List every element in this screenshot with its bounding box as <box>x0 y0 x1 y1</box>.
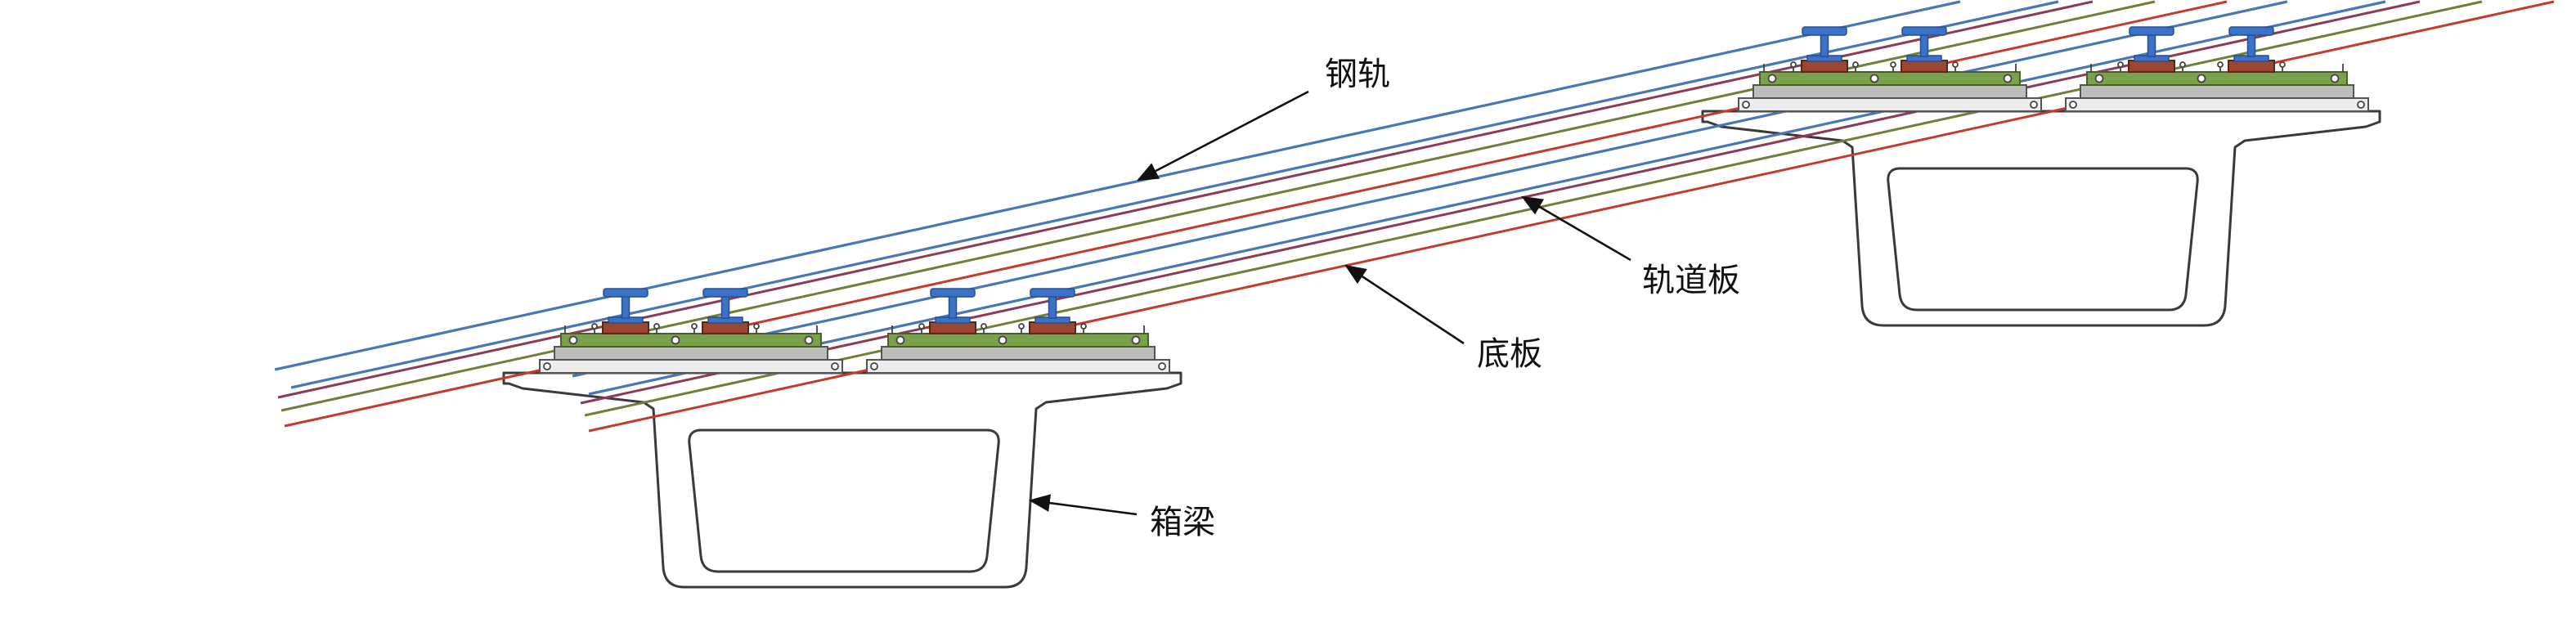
box-girder-callout-arrow <box>1028 494 1138 516</box>
label-steel-rail: 钢轨 <box>1325 56 1390 92</box>
steel-rail-line-b2 <box>588 0 2386 396</box>
track-slab-callout-arrow <box>1521 195 1631 262</box>
steel-rail-line-b1 <box>572 0 2288 378</box>
label-box-girder: 箱梁 <box>1150 505 1215 541</box>
track-slab-edge-line-a <box>277 0 2094 399</box>
track-slab-edge-line-b <box>580 0 2421 405</box>
base-plate-callout-arrow <box>1344 264 1465 345</box>
rail-callout-arrow <box>1137 90 1309 182</box>
label-track-slab: 轨道板 <box>1642 262 1740 298</box>
label-base-plate: 底板 <box>1477 336 1542 372</box>
steel-rail-line-a1 <box>274 0 1961 371</box>
